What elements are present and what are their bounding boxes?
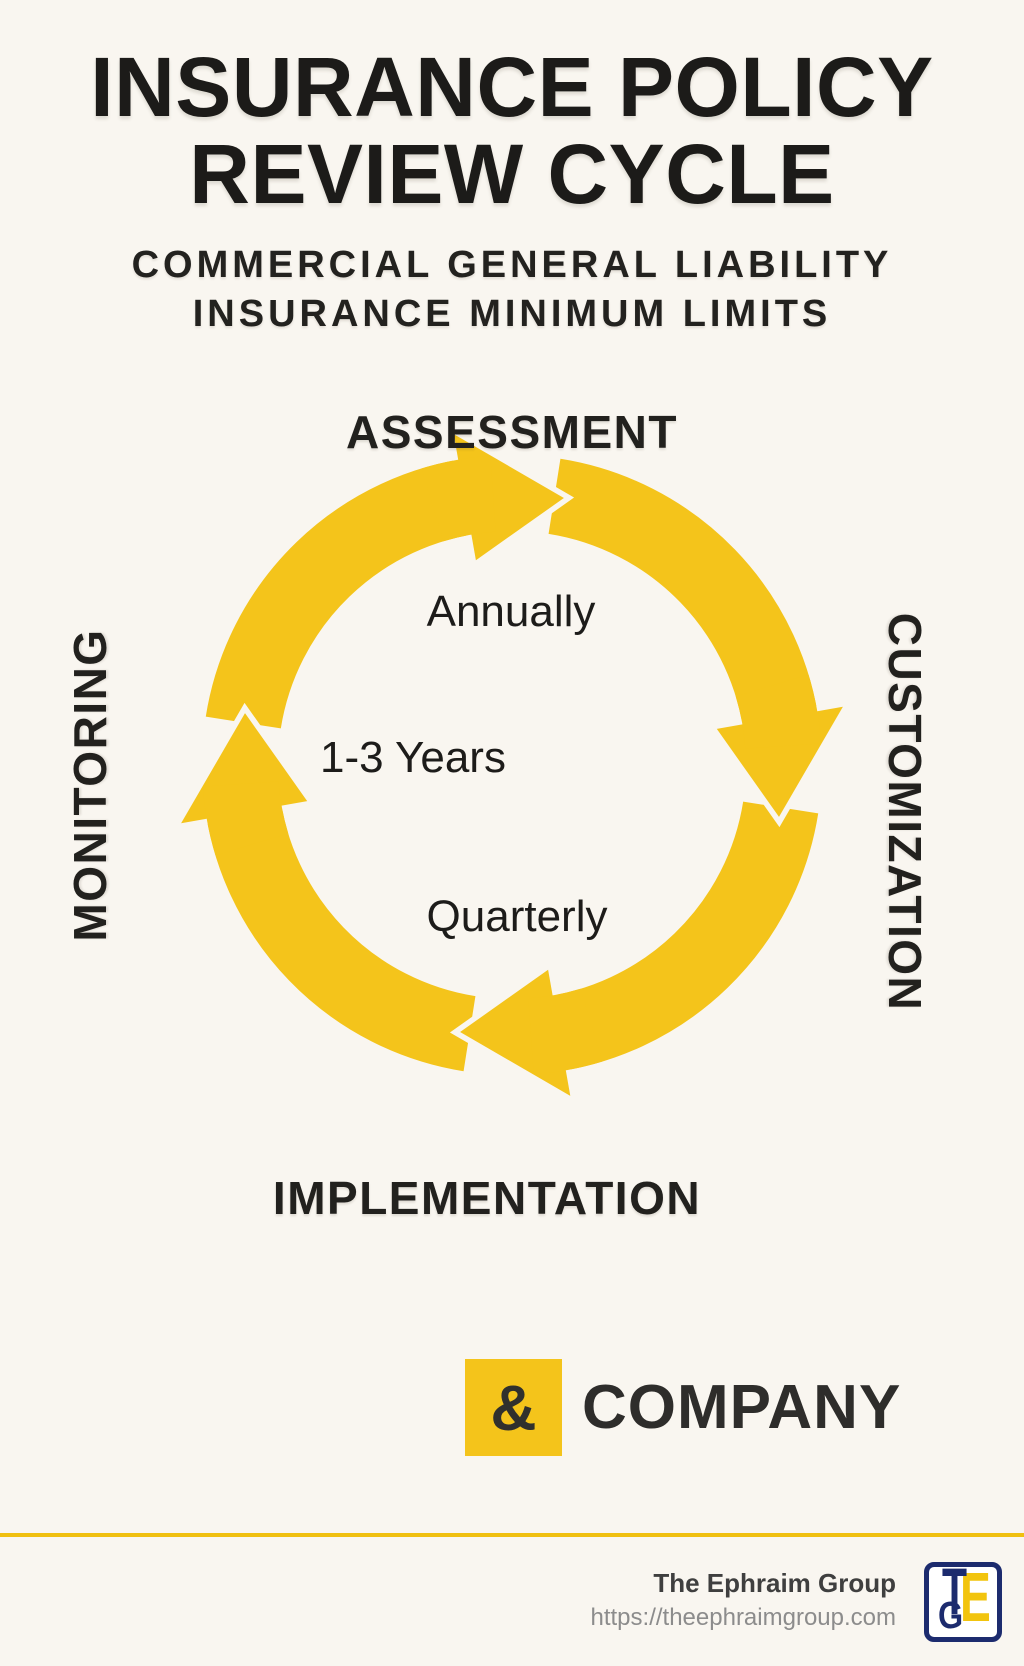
stage-label-customization: CUSTOMIZATION xyxy=(879,612,931,1012)
cycle-arc-patch xyxy=(241,784,252,845)
page-title-line1: INSURANCE POLICY xyxy=(90,40,934,134)
page-subtitle-line2: INSURANCE MINIMUM LIMITS xyxy=(192,293,832,336)
cycle-arc-patch xyxy=(772,686,783,747)
stage-label-assessment: ASSESSMENT xyxy=(346,406,678,458)
cycle-arc-patch xyxy=(531,1025,592,1036)
interval-label-annually: Annually xyxy=(426,587,596,636)
page-title-line2: REVIEW CYCLE xyxy=(189,126,835,221)
ampersand-glyph: & xyxy=(490,1371,537,1444)
ephraim-group-logo: E T G xyxy=(924,1558,1002,1642)
logo-letter-t: T xyxy=(942,1554,968,1628)
interval-label-years: 1-3 Years xyxy=(320,733,506,782)
logo-letter-e: E xyxy=(960,1558,991,1636)
cycle-arrows-graphic xyxy=(162,415,862,1115)
brand-mark: & COMPANY xyxy=(465,1359,901,1456)
footer-divider xyxy=(0,1533,1024,1537)
stage-label-monitoring: MONITORING xyxy=(64,628,116,942)
footer-website-url: https://theephraimgroup.com xyxy=(590,1604,897,1631)
cycle-arc-patch xyxy=(433,494,494,505)
footer-company-name: The Ephraim Group xyxy=(653,1568,896,1598)
ampersand-box: & xyxy=(465,1359,562,1456)
page-title: INSURANCE POLICY REVIEW CYCLE xyxy=(0,44,1024,217)
brand-name: COMPANY xyxy=(582,1373,902,1442)
page-subtitle: COMMERCIAL GENERAL LIABILITY INSURANCE M… xyxy=(0,241,1024,340)
stage-label-implementation: IMPLEMENTATION xyxy=(272,1172,702,1224)
cycle-arrowhead-group xyxy=(181,434,843,1096)
header: INSURANCE POLICY REVIEW CYCLE COMMERCIAL… xyxy=(0,44,1024,340)
interval-label-quarterly: Quarterly xyxy=(426,892,608,941)
logo-letter-g: G xyxy=(938,1595,964,1637)
page-subtitle-line1: COMMERCIAL GENERAL LIABILITY xyxy=(131,244,893,287)
